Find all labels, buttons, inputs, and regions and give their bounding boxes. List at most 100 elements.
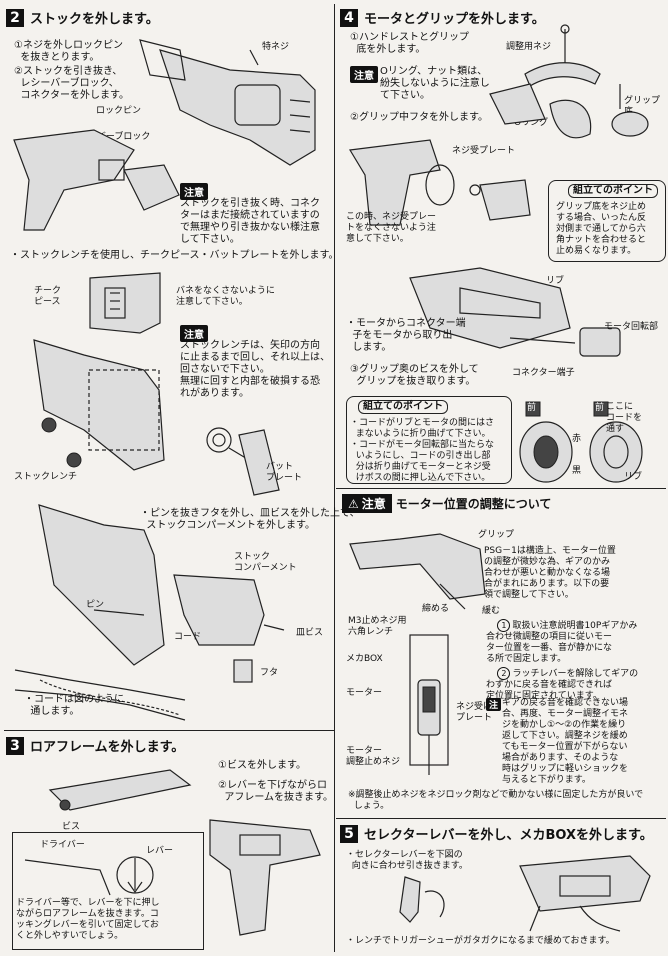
tip-text: ドライバー等で、レバーを下に押し ながらロアフレームを抜きます。コ ッキングレバ… [16, 898, 160, 941]
section-number: 3 [6, 736, 24, 755]
step-1-text: ①ネジを外しロックピン を抜きとります。 [14, 40, 123, 63]
caution-tag-label: 注意 [361, 497, 386, 511]
compartment-illustration [38, 504, 285, 683]
assembly-point-box [548, 180, 666, 262]
assembly-text: グリップ底をネジ止め する場合、いったん反 対側まで通してから六 角ナットを合わ… [556, 202, 647, 256]
label-front-2: 前 [595, 403, 605, 413]
label-driver: ドライバー [40, 840, 85, 850]
step-1-text: ・セレクターレバーを下図の 向きに合わせ引き抜きます。 [346, 850, 468, 871]
wrench-note: ・レンチでトリガーシューがガタガクになるまで緩めておきます。 [346, 936, 615, 946]
label-black: 黒 [572, 466, 582, 476]
motor-connector-illustration [409, 267, 621, 357]
label-adjust-screw-2: モーター 調整止めネジ [346, 746, 401, 767]
label-adjust-screw: 調整用ネジ [506, 42, 552, 52]
section-4-header: 4 モータとグリップを外します。 [340, 8, 545, 27]
label-special-screw: 特ネジ [262, 42, 290, 52]
label-receiver-block: レシーバーブロック [70, 132, 151, 142]
label-butt-plate: バット プレート [266, 462, 303, 483]
label-mecha-box: メカBOX [346, 654, 383, 664]
column-divider [334, 4, 335, 952]
number-1-icon: 1 [497, 619, 511, 632]
section-divider [4, 730, 334, 731]
label-lid: フタ [260, 668, 279, 678]
step-2-text: ②グリップ中フタを外します。 [350, 112, 488, 123]
assembly-text-2: ・コードがリブとモータの間にはさ まないように折り曲げて下さい。 ・コードがモー… [350, 418, 495, 483]
step-1-text: ①ハンドレストとグリップ 底を外します。 [350, 32, 469, 55]
mecha-box-removal-illustration [519, 855, 651, 932]
label-lever: レバー [146, 846, 174, 856]
section-divider [336, 488, 666, 489]
label-motor: モーター [346, 688, 383, 698]
wrench-instruction: ・ストックレンチを使用し、チークピース・バットプレートを外します。 [10, 250, 339, 261]
caution-badge-2: 注意 [180, 325, 208, 342]
warning-triangle-icon: ⚠ [348, 496, 359, 511]
spring-note: バネをなくさないように 注意して下さい。 [176, 286, 275, 307]
section-title: セレクターレバーを外し、メカBOXを外します。 [364, 828, 653, 843]
cord-note: ・コードは図のように 通します。 [24, 694, 124, 717]
lever-detail-illustration [24, 856, 154, 896]
plate-note: この時、ネジ受プレー トをなくさないよう注 意して下さい。 [346, 212, 437, 244]
caution-text-2: ストックレンチは、矢印の方向 に止まるまで回し、それ以上は、 回さないで下さい。… [180, 340, 330, 399]
section-title: モータとグリップを外します。 [364, 12, 545, 27]
label-flat-screw: 皿ビス [296, 628, 324, 638]
assembly-title: 組立てのポイント [568, 184, 658, 198]
pin-instruction: ・ピンを抜きフタを外し、皿ビスを外した上で、 ストックコンパーメントを外します。 [140, 508, 360, 531]
step-2-text: ②ストックを引き抜き、 レシーバーブロック、 コネクターを外します。 [14, 66, 129, 101]
grip-inner-lid-illustration [349, 139, 531, 226]
label-screw: ビス [62, 822, 81, 832]
mecha-box-diagram [409, 634, 449, 775]
label-cord: コード [174, 632, 202, 642]
label-red: 赤 [572, 434, 582, 444]
assembly-point-box-2 [346, 396, 512, 484]
label-stock-wrench: ストックレンチ [14, 472, 78, 482]
label-front: 前 [527, 403, 537, 413]
caution-text: ストックを引き抜く時、コネク ターはまだ接続されていますの で無理やり引き抜かな… [180, 198, 320, 245]
label-connector-terminal: コネクター端子 [512, 368, 575, 378]
cord-route-illustration [14, 669, 186, 721]
section-title: ロアフレームを外します。 [30, 740, 185, 755]
label-m3-wrench: M3止めネジ用 六角レンチ [348, 616, 407, 637]
note-badge: 注 [486, 698, 502, 711]
receiver-illustration [13, 129, 180, 231]
caution-title: モーター位置の調整について [395, 497, 552, 511]
label-loosen: 緩む [482, 606, 501, 616]
caution-tag: ⚠ 注意 [342, 494, 392, 513]
section-3-header: 3 ロアフレームを外します。 [6, 736, 184, 755]
caution-item-1-text: 取扱い注意説明書10Pギアかみ 合わせ微調整の項目に従いモー ター位置を一番、音… [486, 621, 638, 664]
motor-orientation-illustration [519, 401, 643, 483]
section-divider [336, 818, 666, 819]
section-number: 5 [340, 824, 358, 843]
caution-item-2-text: ラッチレバーを解除してギアの わずかに戻る音を確認できれば 定位置に固定されてい… [486, 669, 639, 701]
label-lock-pin: ロックピン [96, 106, 142, 116]
lower-frame-illustration [48, 769, 192, 811]
step-1-text: ①ビスを外します。 [218, 760, 306, 771]
stock-illustration [139, 39, 316, 166]
label-plate: ネジ受け プレート [456, 702, 493, 723]
connector-text: ・モータからコネクター端 子をモータから取り出 します。 [346, 318, 466, 353]
label-rib: リブ [546, 276, 565, 286]
caution-header: ⚠ 注意 モーター位置の調整について [342, 494, 551, 513]
label-screw-plate: ネジ受プレート [452, 146, 516, 156]
step-3-text: ③グリップ奥のビスを外して グリップを抜き取ります。 [350, 364, 479, 387]
section-2-header: 2 ストックを外します。 [6, 8, 159, 27]
label-compartment: ストック コンパーメント [234, 552, 297, 573]
label-grip: グリップ [478, 530, 515, 540]
section-number: 2 [6, 8, 24, 27]
caution-badge: 注意 [180, 183, 208, 200]
assembly-title-2: 組立てのポイント [358, 400, 448, 414]
label-cord-here: ここに コードを 通す [606, 402, 643, 434]
caution-footnote: ※調整後止めネジをネジロック剤などで動かない様に固定した方が良いで しょう。 [348, 790, 644, 811]
handrest-illustration [489, 24, 649, 139]
label-rib-2: リブ [624, 472, 643, 482]
grip-frame-illustration [209, 819, 321, 936]
cheek-piece-illustration [89, 272, 161, 334]
section-number: 4 [340, 8, 358, 27]
caution-intro: PSG－1は構造上、モーター位置 の調整が微妙な為、ギアのかみ 合わせが悪いと動… [484, 546, 616, 600]
section-5-header: 5 セレクターレバーを外し、メカBOXを外します。 [340, 824, 653, 843]
label-oring: Oリング [514, 118, 549, 128]
selector-lever-illustration [399, 876, 445, 923]
label-motor-rotor: モータ回転部 [604, 322, 659, 332]
